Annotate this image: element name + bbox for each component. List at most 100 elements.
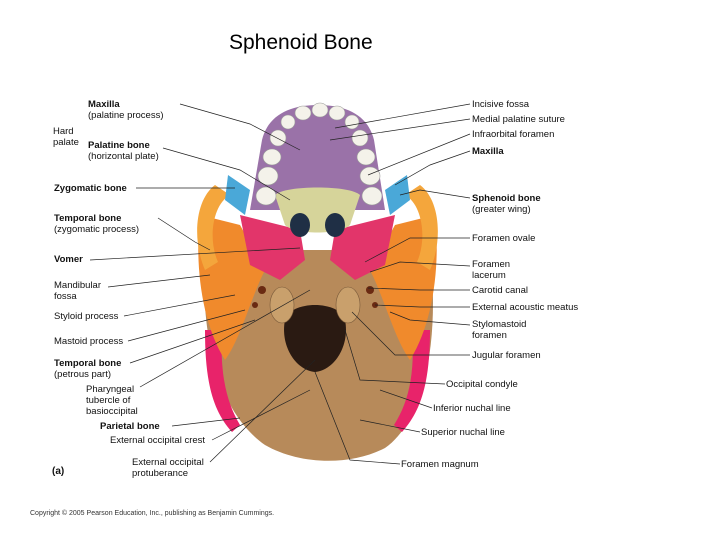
tooth <box>351 129 369 147</box>
choana-right <box>325 213 345 237</box>
label-main: Maxilla <box>88 99 120 110</box>
label-palatine-bone: Palatine bone (horizontal plate) <box>88 140 159 162</box>
label-sub: protuberance <box>132 468 188 479</box>
label-maxilla-right: Maxilla <box>472 146 504 157</box>
label-infraorbital-foramen: Infraorbital foramen <box>472 129 554 140</box>
label-occipital-condyle: Occipital condyle <box>446 379 518 390</box>
label-inferior-nuchal-line: Inferior nuchal line <box>433 403 511 414</box>
hard-palate-line-2: palate <box>53 137 79 148</box>
label-sphenoid-greater-wing: Sphenoid bone (greater wing) <box>472 193 541 215</box>
label-main: Superior nuchal line <box>421 427 505 438</box>
label-main: Infraorbital foramen <box>472 129 555 140</box>
zygomatic-arch-right <box>405 185 438 270</box>
label-main: External occipital crest <box>110 435 206 446</box>
label-incisive-fossa: Incisive fossa <box>472 99 529 110</box>
tooth <box>269 129 287 147</box>
label-sub: (zygomatic process) <box>54 224 139 235</box>
label-mandibular-fossa: Mandibular fossa <box>54 280 101 302</box>
tooth <box>280 114 296 130</box>
tooth <box>311 102 329 118</box>
parietal-bone-region-right <box>394 330 430 432</box>
label-main: Mastoid process <box>54 336 124 347</box>
leader-lines <box>89 103 471 465</box>
label-foramen-ovale: Foramen ovale <box>472 233 535 244</box>
tooth <box>257 166 279 186</box>
label-carotid-canal: Carotid canal <box>472 285 528 296</box>
sphenoid-bone-right <box>330 215 395 280</box>
tooth <box>361 186 383 206</box>
palatine-bone-region <box>275 187 360 233</box>
choana-left <box>290 213 310 237</box>
label-main: Zygomatic bone <box>54 183 127 194</box>
label-styloid-process: Styloid process <box>54 311 118 322</box>
label-main: Carotid canal <box>472 285 528 296</box>
label-temporal-petrous: Temporal bone (petrous part) <box>54 358 121 380</box>
maxilla-region <box>250 105 385 210</box>
label-medial-palatine-suture: Medial palatine suture <box>472 114 565 125</box>
label-mastoid-process: Mastoid process <box>54 336 123 347</box>
label-stylomastoid-foramen: Stylomastoid foramen <box>472 319 526 341</box>
page-title: Sphenoid Bone <box>229 31 373 54</box>
tooth <box>359 166 381 186</box>
hard-palate-label: Hard palate <box>53 126 79 148</box>
label-sub: (palatine process) <box>88 110 164 121</box>
foramen-dot <box>258 286 266 294</box>
label-main: Jugular foramen <box>472 350 541 361</box>
foramen-magnum-shape <box>284 305 346 372</box>
label-main: Foramen magnum <box>401 459 479 470</box>
foramen-dot <box>366 286 374 294</box>
label-zygomatic-bone: Zygomatic bone <box>54 183 127 194</box>
label-sub: (petrous part) <box>54 369 112 380</box>
occipital-condyle-left <box>269 286 295 324</box>
tooth <box>255 186 277 206</box>
label-main: Mandibular <box>54 280 101 291</box>
hard-palate-line-1: Hard <box>53 126 74 137</box>
label-main: Medial palatine suture <box>472 114 565 125</box>
label-main: Stylomastoid <box>472 319 527 330</box>
sphenoid-wing-left <box>225 175 250 215</box>
foramen-dot <box>252 302 258 308</box>
sphenoid-wing-right <box>385 175 410 215</box>
label-main: Foramen <box>472 259 511 270</box>
label-foramen-lacerum: Foramen lacerum <box>472 259 510 281</box>
label-main: Incisive fossa <box>472 99 530 110</box>
label-main: Maxilla <box>472 146 504 157</box>
label-external-occipital-crest: External occipital crest <box>110 435 205 446</box>
label-main: Pharyngeal <box>86 384 135 395</box>
tooth <box>356 148 376 166</box>
label-main: External occipital <box>132 457 204 468</box>
label-maxilla-palatine: Maxilla (palatine process) <box>88 99 164 121</box>
panel-label: (a) <box>52 466 65 477</box>
label-jugular-foramen: Jugular foramen <box>472 350 541 361</box>
label-main: Temporal bone <box>54 358 122 369</box>
label-sub: fossa <box>54 291 77 302</box>
label-main: External acoustic meatus <box>472 302 579 313</box>
label-pharyngeal-tubercle: Pharyngeal tubercle of basioccipital <box>86 384 150 417</box>
sphenoid-bone-left <box>240 215 305 280</box>
teeth-row <box>255 102 383 206</box>
label-vomer: Vomer <box>54 254 83 265</box>
label-sub: foramen <box>472 330 507 341</box>
label-sub: (horizontal plate) <box>88 151 159 162</box>
label-main: Sphenoid bone <box>472 193 541 204</box>
label-external-occipital-protuberance: External occipital protuberance <box>132 457 204 479</box>
label-sub: tubercle of basioccipital <box>86 395 138 417</box>
label-main: Vomer <box>54 254 83 265</box>
zygomatic-arch-left <box>197 185 230 270</box>
label-sub: (greater wing) <box>472 204 531 215</box>
tooth <box>294 105 312 121</box>
label-main: Styloid process <box>54 311 119 322</box>
label-parietal-bone: Parietal bone <box>100 421 160 432</box>
tooth <box>328 105 346 121</box>
label-main: Parietal bone <box>100 421 160 432</box>
label-main: Palatine bone <box>88 140 150 151</box>
label-main: Occipital condyle <box>446 379 518 390</box>
label-temporal-zygomatic: Temporal bone (zygomatic process) <box>54 213 139 235</box>
tooth <box>262 148 282 166</box>
label-main: Foramen ovale <box>472 233 536 244</box>
label-main: Temporal bone <box>54 213 122 224</box>
label-foramen-magnum: Foramen magnum <box>401 459 479 470</box>
copyright-notice: Copyright © 2005 Pearson Education, Inc.… <box>30 510 275 517</box>
parietal-bone-region <box>205 330 240 432</box>
